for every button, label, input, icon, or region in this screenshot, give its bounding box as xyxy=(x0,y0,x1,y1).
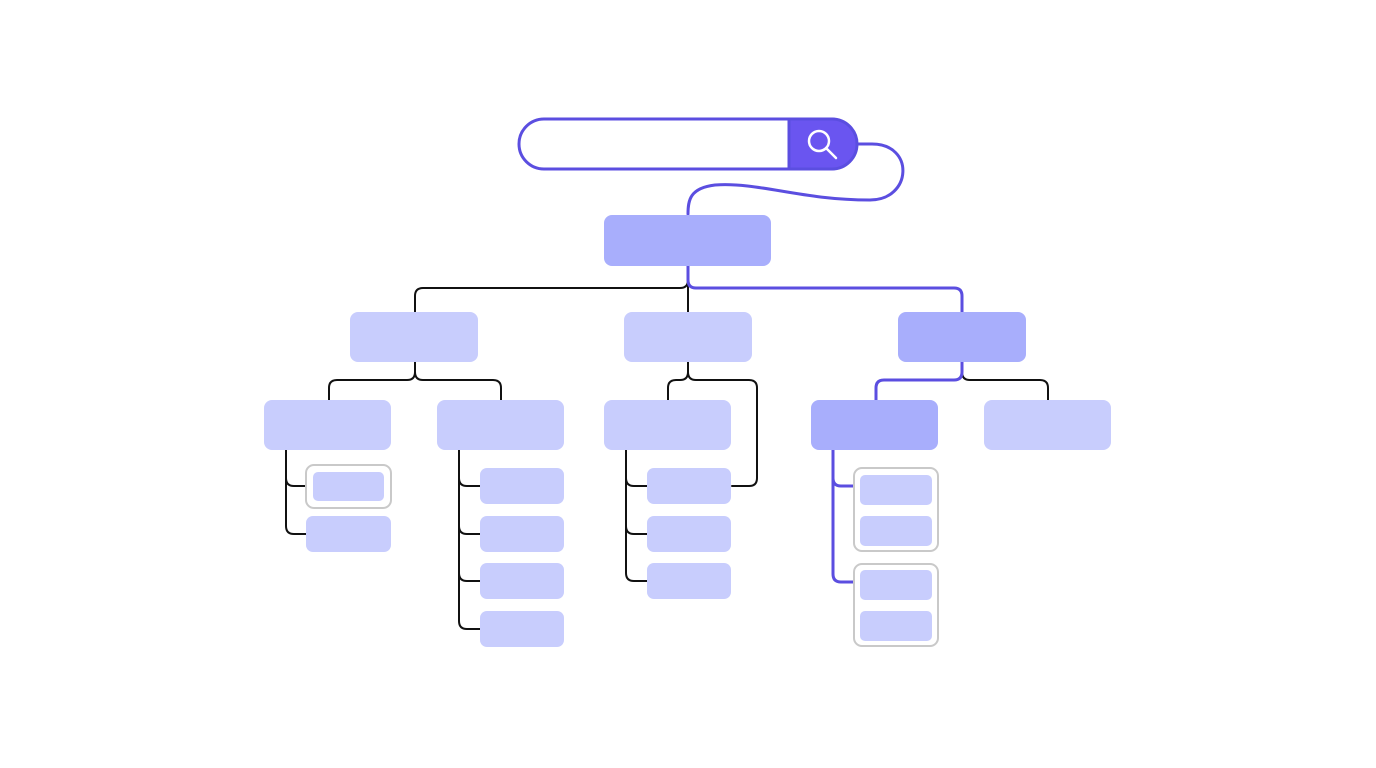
leaf-group-selected[interactable] xyxy=(305,464,392,509)
connector-leaves-b xyxy=(458,449,481,630)
highlight-root-to-branch3 xyxy=(686,264,964,314)
sub-node-1-1[interactable] xyxy=(264,400,391,450)
search-button[interactable] xyxy=(787,117,859,171)
highlight-branch3-to-sub xyxy=(874,360,964,402)
highlight-search-to-root xyxy=(686,142,905,216)
sub-node-3-2[interactable] xyxy=(984,400,1111,450)
search-icon xyxy=(807,129,838,160)
branch-node-3[interactable] xyxy=(898,312,1026,362)
connector-leaves-c xyxy=(625,449,648,582)
branch-node-2[interactable] xyxy=(624,312,752,362)
leaf-node[interactable] xyxy=(860,475,932,505)
leaf-node[interactable] xyxy=(647,468,731,504)
search-bar[interactable] xyxy=(517,117,859,171)
leaf-node[interactable] xyxy=(647,563,731,599)
leaf-node[interactable] xyxy=(306,516,391,552)
leaf-node[interactable] xyxy=(860,611,932,641)
highlighted-path xyxy=(686,142,964,584)
sub-node-2-1[interactable] xyxy=(604,400,731,450)
root-node[interactable] xyxy=(604,215,771,266)
branch-node-1[interactable] xyxy=(350,312,478,362)
tree-nodes xyxy=(264,215,1111,647)
connector-branch3-right xyxy=(961,371,1049,401)
leaf-node[interactable] xyxy=(860,516,932,546)
leaf-node[interactable] xyxy=(647,516,731,552)
leaf-node[interactable] xyxy=(480,468,564,504)
connector-lines xyxy=(285,265,1049,630)
leaf-node[interactable] xyxy=(480,563,564,599)
leaf-group-2[interactable] xyxy=(853,563,939,647)
leaf-node[interactable] xyxy=(313,472,384,501)
leaf-node[interactable] xyxy=(480,611,564,647)
leaf-node[interactable] xyxy=(480,516,564,552)
leaf-node[interactable] xyxy=(860,570,932,600)
connector-branch1-subs xyxy=(328,361,502,401)
leaf-group-1[interactable] xyxy=(853,467,939,552)
sub-node-1-2[interactable] xyxy=(437,400,564,450)
highlight-sub-to-groups xyxy=(831,448,856,584)
connector-leaves-a xyxy=(285,449,307,535)
connector-branch2-sub xyxy=(667,361,758,487)
sub-node-3-1[interactable] xyxy=(811,400,938,450)
connector-root-branch1 xyxy=(414,265,689,313)
